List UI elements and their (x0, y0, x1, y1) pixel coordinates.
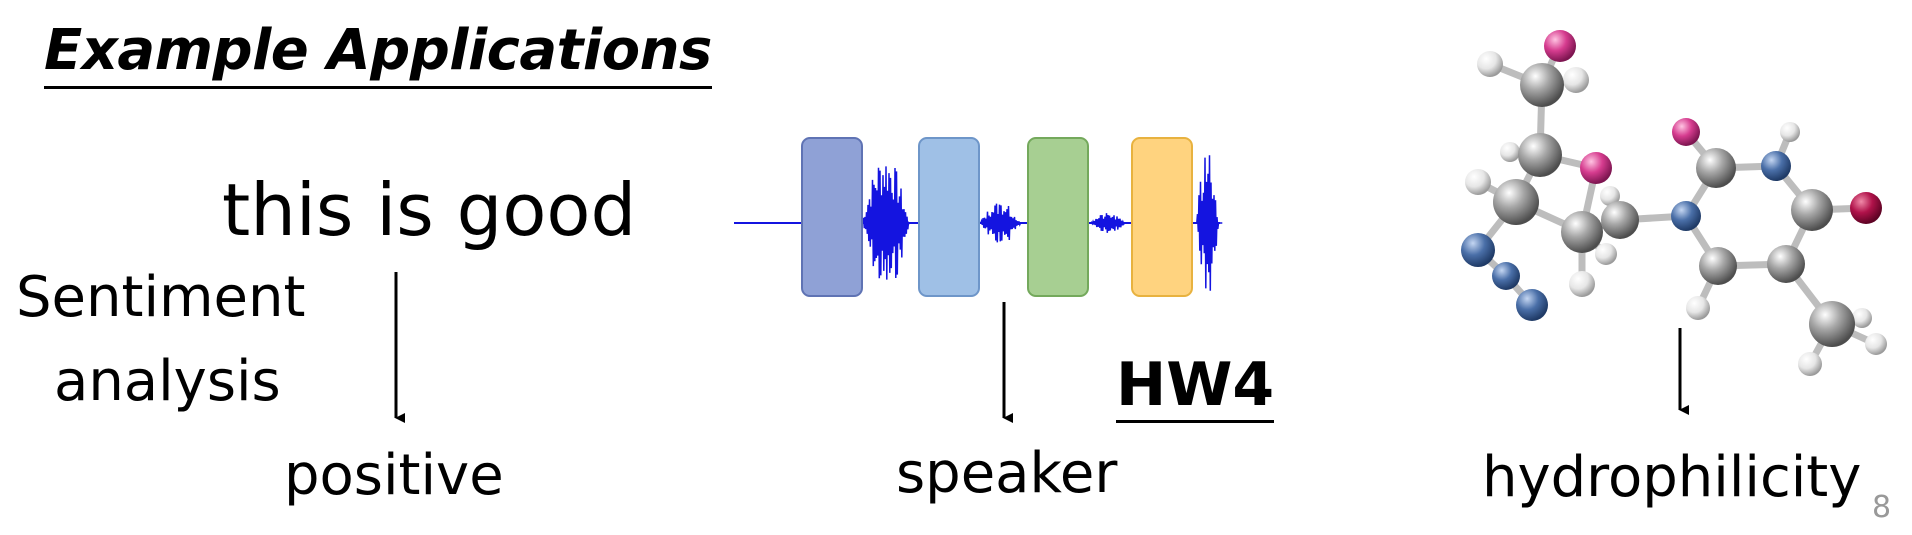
molecule-icon (1461, 30, 1887, 376)
audio-frame-2 (918, 137, 980, 297)
slide-title: Example Applications (44, 18, 712, 89)
audio-frame-1 (801, 137, 863, 297)
text-input-example: this is good (222, 168, 637, 252)
speaker-output: speaker (896, 441, 1118, 506)
audio-frame-4 (1131, 137, 1193, 297)
page-number: 8 (1872, 490, 1892, 525)
task-label-line1: Sentiment (16, 265, 306, 330)
task-label-line2: analysis (54, 349, 281, 414)
audio-frame-3 (1027, 137, 1089, 297)
sentiment-output: positive (284, 443, 504, 508)
homework-label: HW4 (1116, 350, 1275, 423)
hydrophilicity-output: hydrophilicity (1482, 445, 1862, 510)
